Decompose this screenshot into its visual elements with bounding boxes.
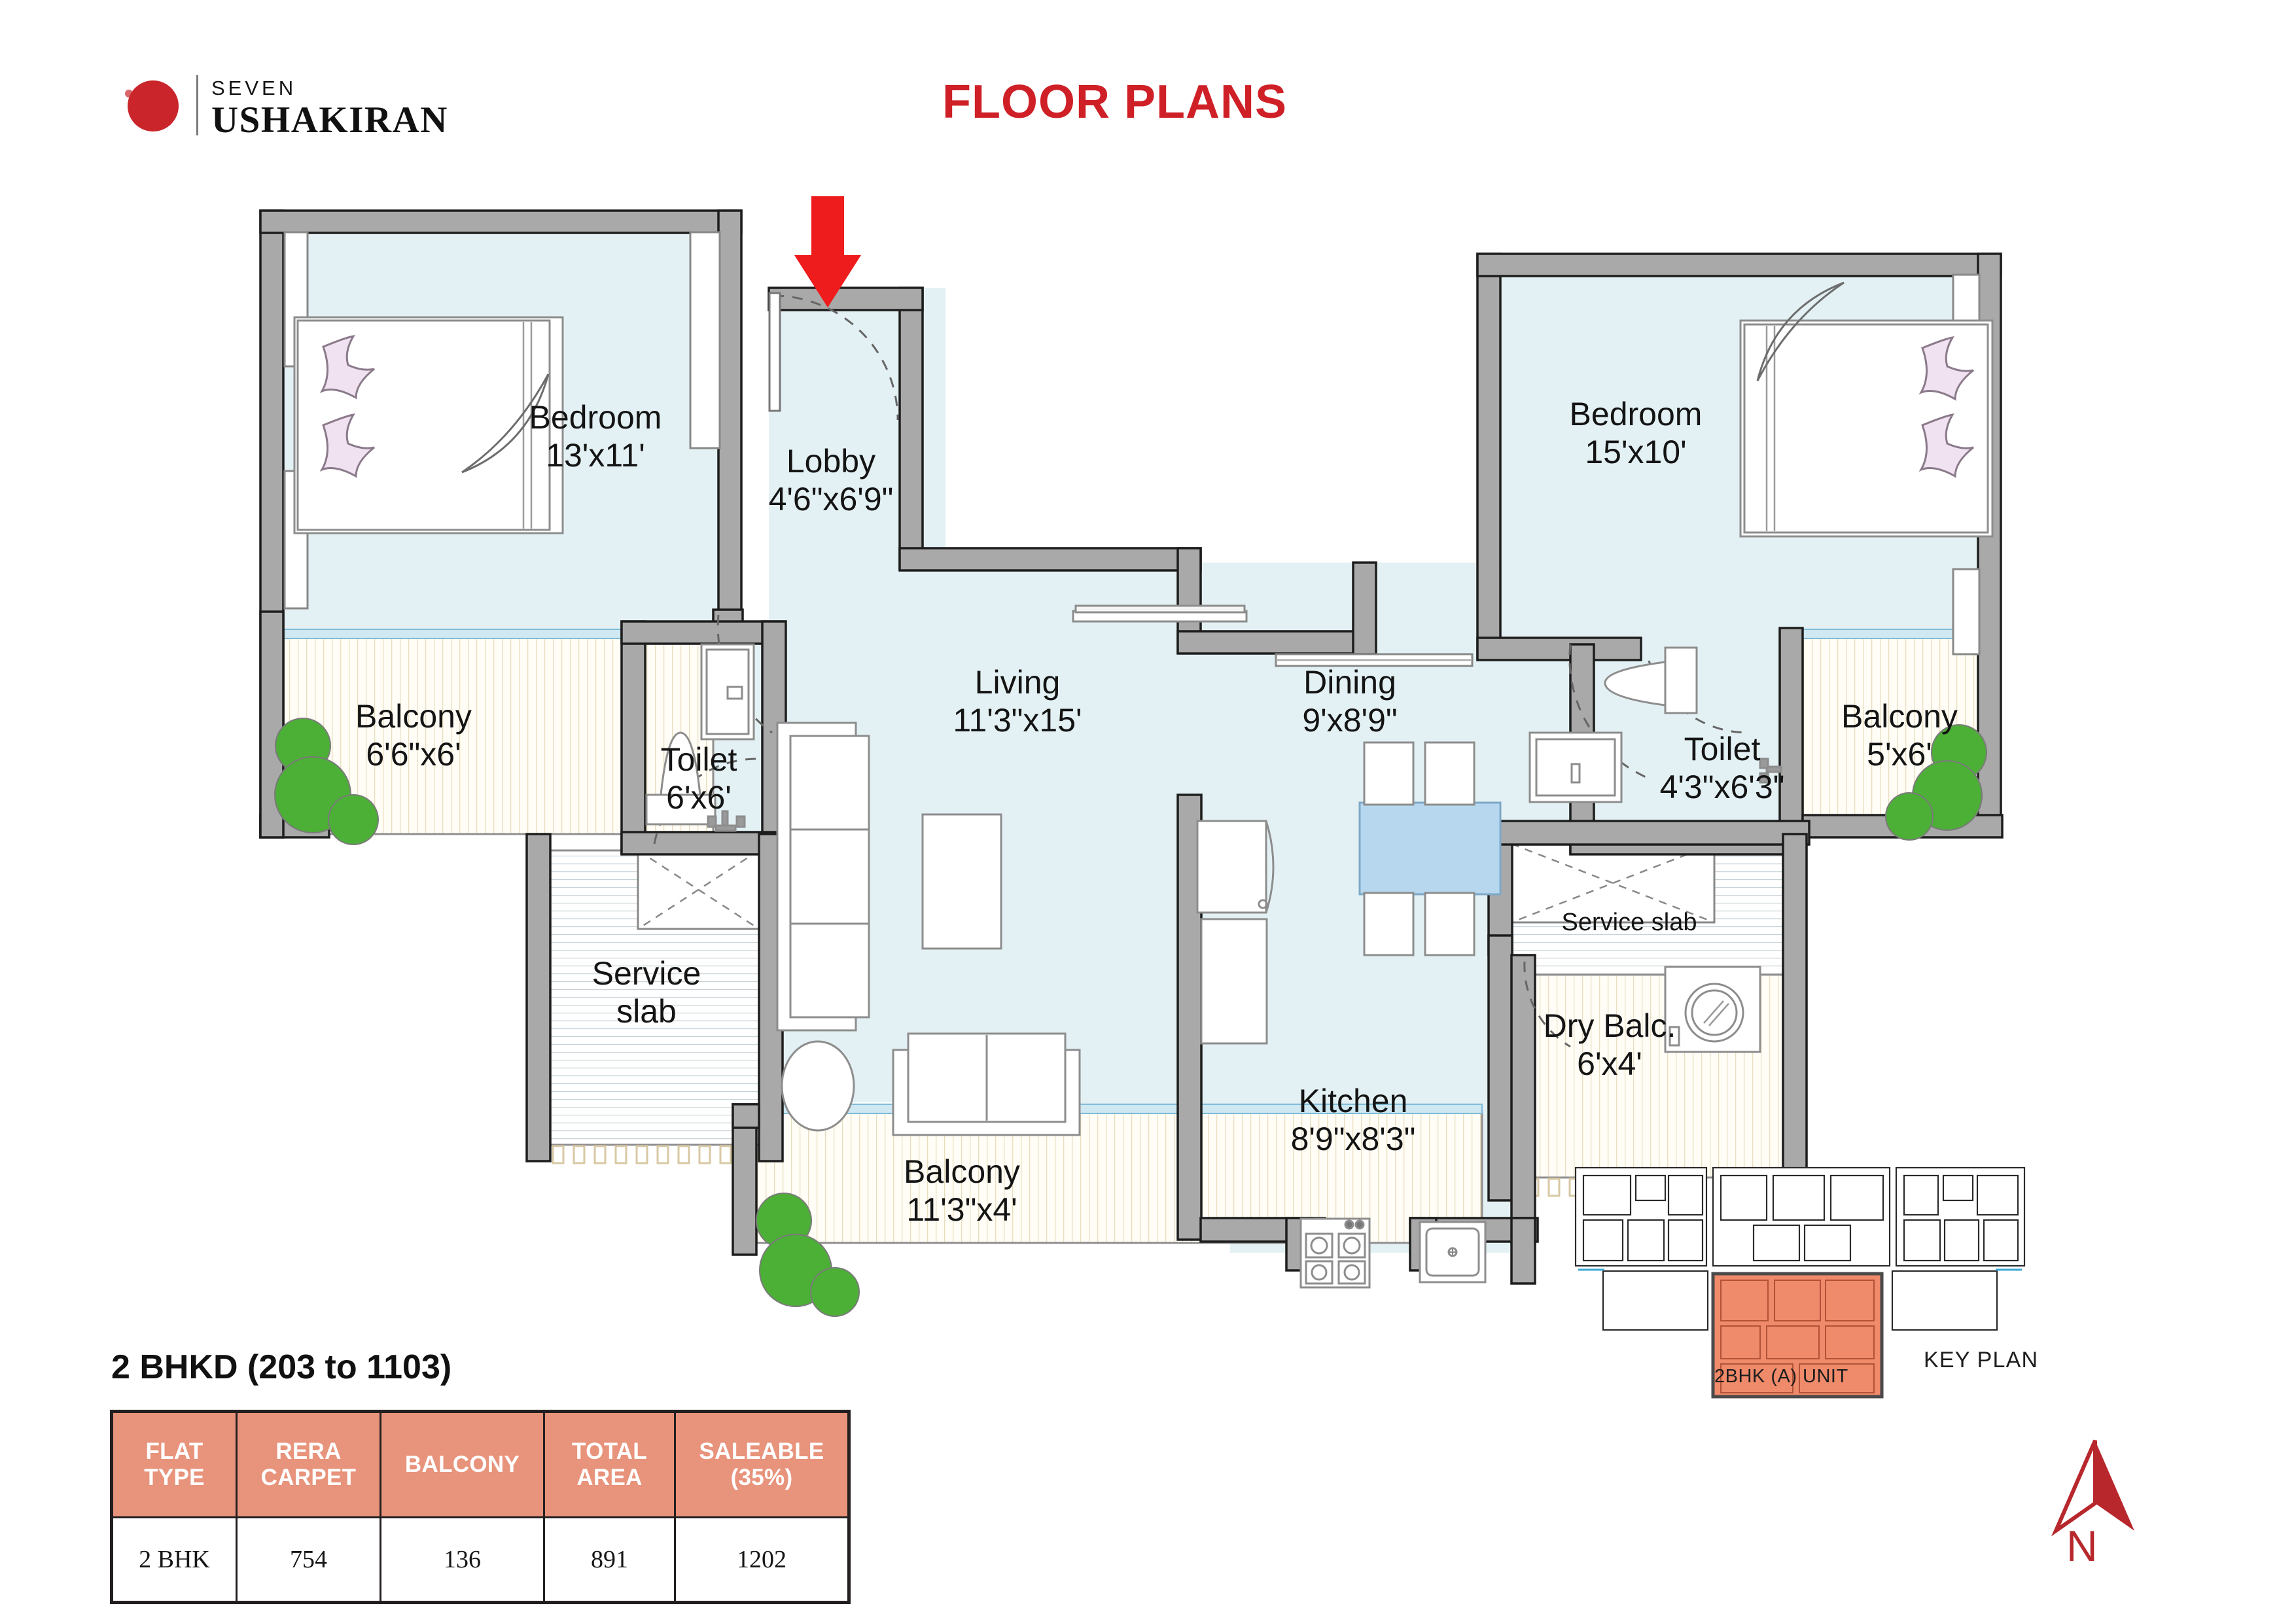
basin-tap-right xyxy=(1759,758,1782,784)
svg-text:Living: Living xyxy=(975,664,1061,701)
stove xyxy=(1299,1217,1371,1289)
basin-tap-left xyxy=(707,810,746,832)
cell-flat-type: 2 BHK xyxy=(111,1516,238,1603)
svg-text:Balcony: Balcony xyxy=(1841,698,1958,735)
svg-text:13'x11': 13'x11' xyxy=(546,437,645,474)
room-label-balcony-right: Balcony 5'x6' xyxy=(1841,698,1958,773)
room-label-bedroom-right: Bedroom 15'x10' xyxy=(1570,396,1703,470)
room-label-service-slab-left: Service slab xyxy=(592,955,701,1030)
cabinet xyxy=(1200,918,1268,1045)
room-label-dining: Dining 9'x8'9" xyxy=(1302,664,1397,739)
svg-text:Lobby: Lobby xyxy=(786,443,875,480)
plant-balcony-left xyxy=(274,718,379,845)
svg-text:6'x4': 6'x4' xyxy=(1577,1045,1642,1082)
kitchen-sink xyxy=(1419,1221,1487,1283)
header-saleable: SALEABLE(35%) xyxy=(674,1410,850,1518)
svg-text:Dining: Dining xyxy=(1303,664,1396,701)
room-label-living: Living 11'3"x15' xyxy=(953,664,1082,739)
bed-right xyxy=(1739,281,1994,538)
svg-text:5'x6': 5'x6' xyxy=(1867,736,1932,773)
logo-dot-icon xyxy=(125,80,179,131)
room-label-dry-balcony: Dry Balc. 6'x4' xyxy=(1544,1007,1676,1082)
north-letter: N xyxy=(2066,1522,2098,1570)
logo-divider xyxy=(196,75,198,135)
room-label-bedroom-left: Bedroom 13'x11' xyxy=(529,399,662,474)
svg-text:Kitchen: Kitchen xyxy=(1299,1083,1408,1119)
room-label-toilet-left: Toilet 6'x6' xyxy=(661,741,737,816)
sofa-three-seat xyxy=(776,722,870,1032)
north-arrow-icon xyxy=(2051,1439,2134,1537)
shower-left xyxy=(700,643,755,741)
svg-text:4'3"x6'3": 4'3"x6'3" xyxy=(1660,769,1785,805)
svg-text:9'x8'9": 9'x8'9" xyxy=(1302,702,1397,739)
washing-machine xyxy=(1664,966,1761,1053)
bed-left xyxy=(293,316,564,534)
svg-text:Balcony: Balcony xyxy=(904,1153,1020,1190)
svg-text:Bedroom: Bedroom xyxy=(529,399,662,436)
side-table xyxy=(781,1040,855,1132)
brand-line-1: SEVEN xyxy=(211,77,297,99)
svg-text:slab: slab xyxy=(616,993,677,1030)
key-plan-unit-label: 2BHK (A) UNIT xyxy=(1714,1366,1848,1387)
dining-set xyxy=(1358,741,1502,956)
svg-text:Balcony: Balcony xyxy=(355,698,472,735)
cell-saleable: 1202 xyxy=(674,1516,850,1603)
svg-text:8'9"x8'3": 8'9"x8'3" xyxy=(1291,1121,1416,1157)
plan-body: Bedroom 13'x11' Lobby 4'6"x6'9" Bedroom … xyxy=(259,196,2004,1317)
room-label-balcony-left: Balcony 6'6"x6' xyxy=(355,698,472,773)
refrigerator xyxy=(1196,820,1275,914)
table-row: 2 BHK 754 136 891 1202 xyxy=(111,1516,850,1603)
entry-arrow-icon xyxy=(794,196,861,307)
cell-balcony: 136 xyxy=(380,1516,545,1603)
key-plan-highlight xyxy=(1711,1272,1884,1399)
svg-text:4'6"x6'9": 4'6"x6'9" xyxy=(769,481,894,517)
cell-total-area: 891 xyxy=(543,1516,676,1603)
svg-text:6'6"x6': 6'6"x6' xyxy=(366,736,461,773)
room-label-balcony-bottom: Balcony 11'3"x4' xyxy=(904,1153,1020,1228)
svg-text:Service slab: Service slab xyxy=(1562,909,1697,936)
toilet-fixture-left xyxy=(645,731,716,826)
svg-text:Toilet: Toilet xyxy=(661,741,737,778)
toilet-fixture-right xyxy=(1604,646,1698,714)
svg-text:11'3"x4': 11'3"x4' xyxy=(906,1191,1017,1228)
planters xyxy=(274,718,1987,1317)
room-label-toilet-right: Toilet 4'3"x6'3" xyxy=(1660,731,1785,805)
svg-text:Toilet: Toilet xyxy=(1684,731,1761,767)
room-labels: Bedroom 13'x11' Lobby 4'6"x6'9" Bedroom … xyxy=(355,396,1958,1228)
room-label-lobby: Lobby 4'6"x6'9" xyxy=(769,443,894,517)
header-balcony: BALCONY xyxy=(380,1410,545,1518)
svg-text:6'x6': 6'x6' xyxy=(666,779,732,816)
svg-text:15'x10': 15'x10' xyxy=(1585,434,1686,470)
cell-rera-carpet: 754 xyxy=(236,1516,381,1603)
svg-text:11'3"x15': 11'3"x15' xyxy=(953,702,1082,739)
unit-heading: 2 BHKD (203 to 1103) xyxy=(111,1348,452,1386)
svg-text:Service: Service xyxy=(592,955,701,992)
tv-console xyxy=(1072,604,1248,623)
furniture xyxy=(293,281,1994,1289)
brand-logo: SEVEN USHAKIRAN xyxy=(125,75,447,147)
service-window-right xyxy=(1528,731,1623,803)
svg-text:Bedroom: Bedroom xyxy=(1570,396,1703,432)
brand-line-2: USHAKIRAN xyxy=(211,99,448,141)
sofa-two-seat xyxy=(892,1032,1081,1136)
page-title: FLOOR PLANS xyxy=(942,76,1287,128)
svg-text:Dry Balc.: Dry Balc. xyxy=(1544,1007,1676,1044)
plant-balcony-right xyxy=(1885,724,1987,841)
key-plan-thumbnail xyxy=(1574,1166,2026,1399)
room-label-service-slab-right: Service slab xyxy=(1562,909,1697,936)
plant-balcony-bottom xyxy=(756,1193,860,1317)
room-label-kitchen: Kitchen 8'9"x8'3" xyxy=(1291,1083,1416,1157)
key-plan-label: KEY PLAN xyxy=(1924,1348,2039,1372)
coffee-table xyxy=(921,813,1002,950)
